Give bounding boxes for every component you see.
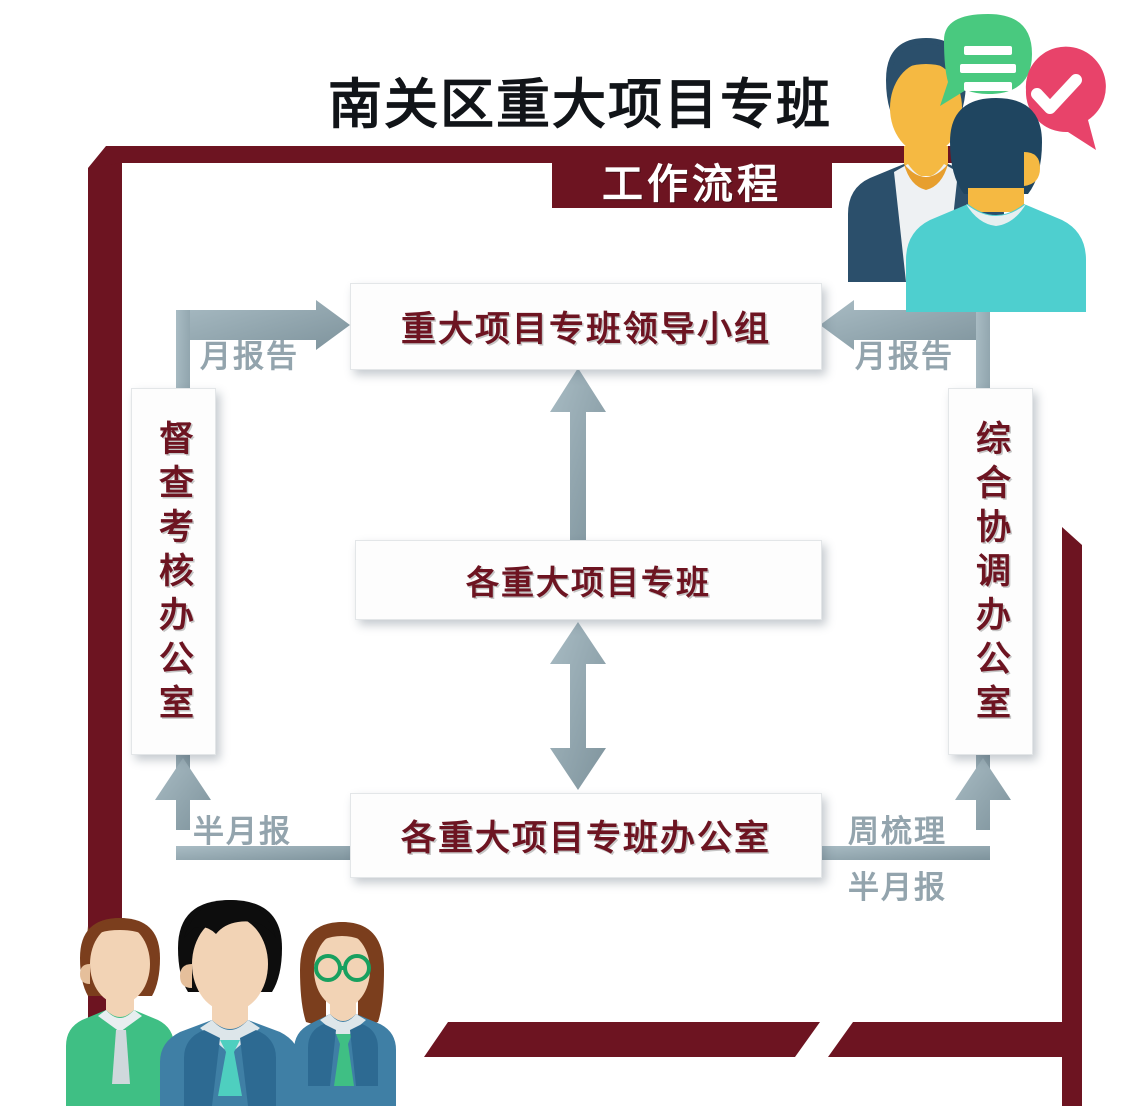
person-left-face	[90, 924, 150, 1004]
person-a-collar-shadow	[904, 164, 948, 190]
frame-right-edge	[1062, 527, 1082, 1106]
edge-label-halfmonth-right: 半月报	[848, 870, 947, 905]
edge-label-halfmonth-left: 半月报	[193, 814, 292, 849]
node-project-team-office[interactable]: 各重大项目专班办公室	[350, 793, 822, 878]
illustration-two-people-discussing	[848, 14, 1106, 312]
person-left-fringe	[86, 918, 154, 948]
person-b-ear	[1024, 152, 1040, 186]
person-right-tie	[334, 1034, 354, 1086]
node-leading-group[interactable]: 重大项目专班领导小组	[350, 283, 822, 370]
node-supervision-office[interactable]: 督查考核办公室	[131, 388, 216, 755]
edge-label-weekly-right: 周梳理	[848, 814, 947, 849]
person-a-face	[890, 62, 962, 154]
person-center-fringe	[184, 900, 276, 938]
person-a-fringe	[890, 44, 962, 76]
person-left-collar	[98, 1010, 142, 1032]
person-center-lapel-left	[184, 1030, 220, 1106]
title-band	[552, 152, 832, 208]
person-b-neck	[968, 188, 1024, 212]
speech-bubble-line-1	[964, 46, 1012, 55]
person-center-ear	[180, 964, 192, 988]
node-project-team[interactable]: 各重大项目专班	[355, 540, 822, 620]
illustration-three-business-people	[66, 900, 396, 1106]
person-a-neck	[904, 146, 948, 176]
arrow-office-team-double	[550, 622, 606, 790]
person-center-shirt	[200, 1020, 260, 1054]
edge-label-month-left: 月报告	[200, 339, 299, 374]
person-center-face	[192, 916, 268, 1012]
speech-bubble	[940, 14, 1032, 106]
person-right-fringe	[310, 922, 374, 950]
person-b-shirt	[906, 204, 1086, 312]
person-b-collar	[966, 204, 1026, 226]
glasses-icon	[314, 954, 371, 982]
arrow-team-to-leader	[550, 368, 606, 540]
page-subtitle: 工作流程	[602, 161, 782, 207]
person-b-hair	[950, 98, 1042, 194]
page-title: 南关区重大项目专班	[328, 75, 832, 135]
frame-bottom-bar-left	[424, 1022, 820, 1057]
person-right-lapel-right	[350, 1024, 378, 1086]
check-icon	[1031, 74, 1082, 114]
edge-label-month-right: 月报告	[855, 339, 954, 374]
person-right-shirt	[320, 1014, 366, 1040]
frame-bottom-bar-right	[828, 1022, 1082, 1057]
speech-bubble-line-3	[964, 82, 1012, 91]
person-right-lapel-left	[308, 1024, 336, 1086]
person-left-tie	[112, 1030, 130, 1084]
person-center-tie	[218, 1040, 242, 1096]
node-coordination-office[interactable]: 综合协调办公室	[948, 388, 1033, 755]
speech-bubble-line-2	[960, 64, 1016, 73]
person-left-ear	[80, 964, 90, 984]
person-center-lapel-right	[240, 1030, 276, 1106]
arrow-right-up-head	[955, 758, 1011, 830]
